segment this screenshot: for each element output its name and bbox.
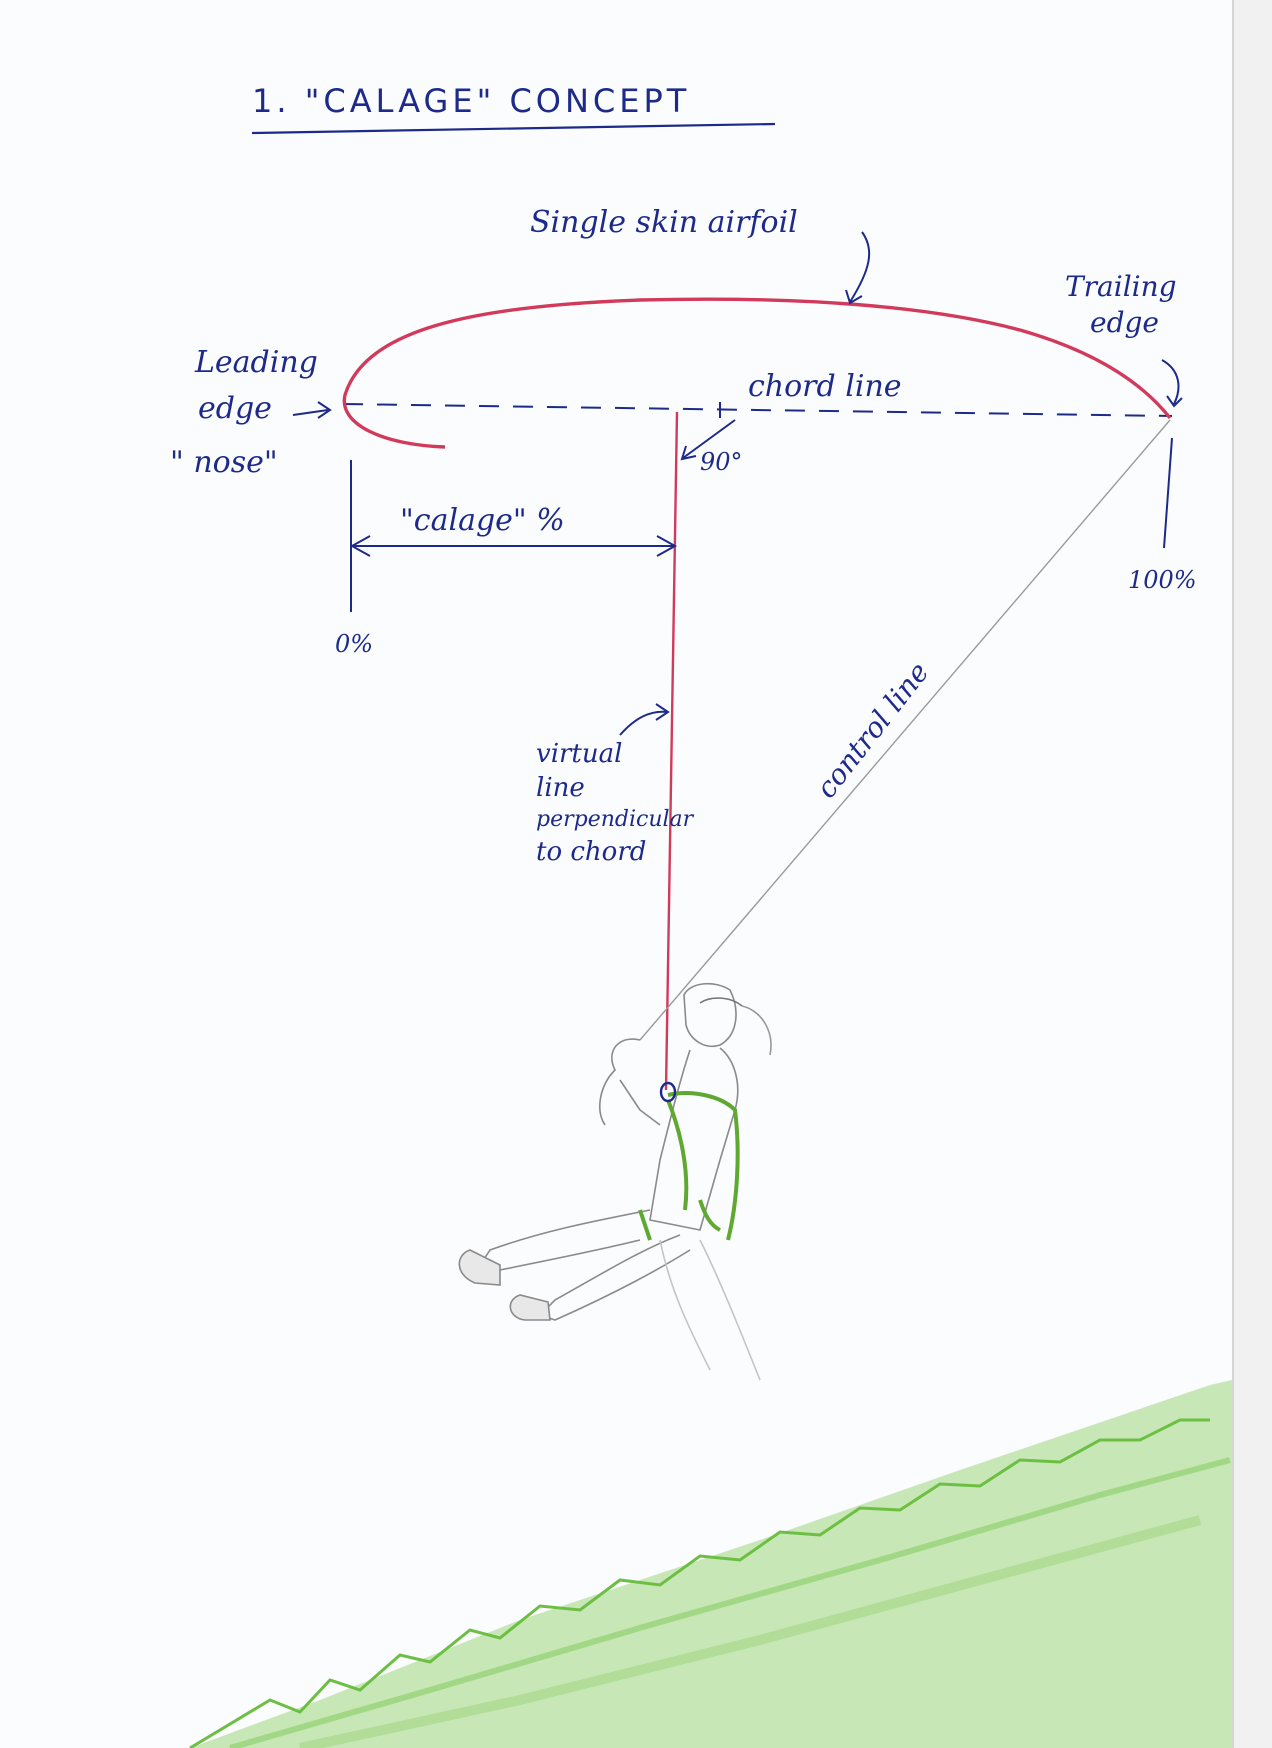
pilot-figure [458, 982, 772, 1381]
pilot-leg-2 [538, 1234, 691, 1321]
single-skin-airfoil [342, 297, 1172, 449]
page-title: 1. "CALAGE" CONCEPT [252, 82, 690, 120]
nose-label: " nose" [170, 445, 278, 480]
leading-edge-arrowhead [317, 401, 332, 419]
airfoil-pointer-arrowhead [845, 289, 863, 305]
hundred-percent-label: 100% [1128, 566, 1197, 594]
virtual-line-pointer-arrow [619, 710, 669, 736]
control-line-label: control line [810, 656, 936, 804]
zero-percent-label: 0% [335, 630, 373, 658]
trailing-edge-label: Trailing [1065, 270, 1177, 303]
virtual-line-label-4: to chord [536, 837, 646, 867]
pilot-torso [649, 1047, 739, 1231]
angle-label: 90° [700, 448, 743, 476]
pilot-hand [619, 1079, 661, 1126]
control-line [639, 419, 1171, 1041]
pilot-headband [699, 997, 743, 1007]
trailing-edge-arrowhead [1166, 395, 1183, 408]
virtual-perpendicular-line [664, 411, 679, 1091]
virtual-line-label-2: line [536, 773, 585, 803]
leading-edge-label-2: edge [198, 391, 272, 426]
pilot-harness [638, 1091, 740, 1241]
single-skin-airfoil-label: Single skin airfoil [530, 205, 798, 240]
paper-edge [1232, 0, 1272, 1748]
chord-line-label: chord line [748, 369, 902, 404]
virtual-line-pointer-arrowhead [655, 703, 670, 721]
trailing-edge-label-2: edge [1090, 306, 1159, 339]
virtual-line-label-1: virtual [536, 739, 622, 769]
chord-line [342, 403, 1173, 417]
airfoil-pointer-arrow [849, 231, 871, 303]
leading-edge-label: Leading [194, 345, 318, 380]
pilot-arm-left [599, 1038, 641, 1126]
title-underline [251, 122, 776, 135]
angle-pointer-arrow [682, 419, 736, 459]
virtual-line-label-3: perpendicular [536, 807, 695, 832]
pilot-hair [741, 1005, 772, 1056]
grass-hill [189, 1380, 1232, 1748]
angle-pointer-arrowhead [680, 445, 697, 461]
trailing-edge-arrow [1161, 359, 1180, 405]
calage-dimension-arrow [349, 535, 678, 557]
hundred-percent-tick [1163, 437, 1173, 549]
pilot-head [683, 982, 737, 1047]
leading-edge-arrow [292, 409, 329, 416]
carabiner [659, 1081, 677, 1103]
pilot-foot-2 [509, 1294, 551, 1321]
calage-percent-label: "calage" % [400, 503, 565, 538]
harness-seat-sketch [659, 1239, 711, 1371]
pilot-foot-1 [458, 1249, 501, 1286]
